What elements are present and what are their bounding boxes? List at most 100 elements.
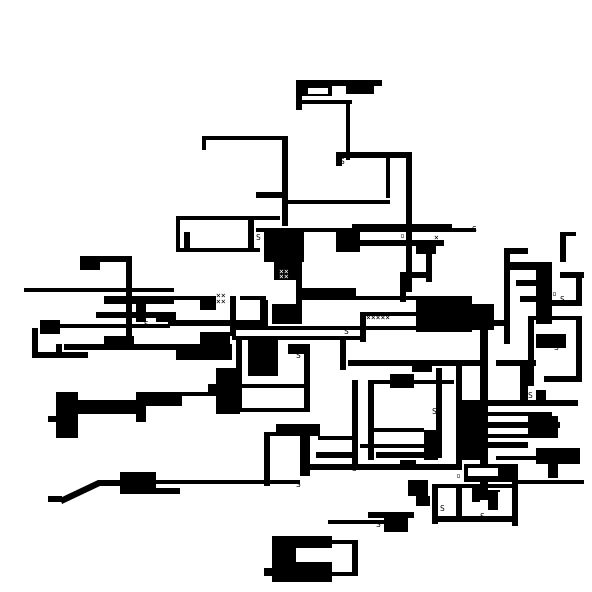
crate-icon[interactable]: ×× (279, 272, 289, 281)
spawn-icon[interactable]: S (352, 464, 357, 473)
spawn-icon[interactable]: S (340, 157, 345, 166)
wall-segment (136, 296, 146, 322)
spawn-icon[interactable]: S (296, 351, 301, 360)
wall-segment (120, 472, 156, 494)
switch-icon[interactable]: ▫ (432, 325, 437, 334)
wall-segment (376, 452, 436, 458)
wall-segment (340, 340, 346, 370)
wall-segment (560, 232, 566, 262)
spawn-icon[interactable]: S (296, 480, 301, 489)
wall-segment (512, 472, 518, 526)
spawn-icon[interactable]: S (440, 504, 445, 513)
switch-icon[interactable]: ▫ (336, 88, 341, 97)
spawn-icon[interactable]: S (480, 512, 485, 521)
spawn-icon[interactable]: S (232, 377, 237, 386)
wall-segment (560, 272, 584, 278)
wall-segment (424, 430, 438, 460)
crate-icon[interactable]: ××××× (366, 313, 390, 322)
floor-pocket (440, 492, 452, 512)
wall-segment (336, 232, 360, 252)
wall-segment (156, 488, 180, 494)
wall-segment (276, 424, 320, 436)
wall-segment (152, 296, 202, 300)
wall-segment (202, 136, 206, 150)
wall-segment (328, 520, 388, 524)
crate-icon[interactable]: ×× (216, 297, 226, 306)
wall-segment (360, 240, 444, 246)
wall-segment (480, 320, 488, 500)
wall-segment (248, 336, 278, 376)
wall-segment (336, 152, 342, 166)
wall-segment (536, 262, 552, 324)
wall-segment (304, 344, 310, 412)
wall-segment (510, 262, 550, 270)
spawn-icon[interactable]: S (256, 233, 261, 242)
floor-pocket (498, 492, 508, 512)
wall-segment (346, 86, 374, 94)
floor-pocket (296, 548, 336, 562)
wall-segment (552, 300, 582, 306)
wall-segment (80, 256, 100, 270)
wall-segment (318, 436, 358, 440)
spawn-icon[interactable]: S (536, 454, 541, 463)
wall-segment (536, 390, 546, 402)
wall-segment (80, 256, 130, 262)
crate-icon[interactable]: × (574, 399, 579, 408)
wall-segment (426, 252, 432, 282)
wall-segment (504, 248, 510, 344)
spawn-icon[interactable]: S (432, 407, 437, 416)
wall-segment (520, 296, 536, 302)
spawn-icon[interactable]: S (298, 551, 303, 560)
spawn-icon[interactable]: S (376, 520, 381, 529)
wall-segment (48, 496, 62, 502)
wall-segment (260, 300, 268, 330)
wall-segment (232, 326, 362, 330)
wall-segment (488, 400, 578, 406)
wall-segment (390, 374, 414, 388)
wall-segment (230, 296, 236, 336)
wall-segment (496, 360, 536, 366)
wall-segment (576, 272, 582, 306)
wall-segment (288, 344, 308, 354)
wall-segment (264, 568, 274, 576)
spawn-icon[interactable]: S (144, 320, 149, 329)
wall-segment (32, 328, 38, 358)
spawn-icon[interactable]: S (472, 225, 477, 234)
wall-segment (176, 216, 280, 220)
wall-segment (488, 320, 508, 326)
spawn-icon[interactable]: S (344, 327, 349, 336)
wall-segment (504, 248, 528, 254)
wall-segment (368, 380, 374, 460)
wall-segment (248, 216, 254, 252)
wall-segment (24, 288, 174, 292)
wall-segment (416, 496, 430, 506)
wall-segment (136, 406, 146, 422)
wall-segment (528, 316, 580, 320)
crate-icon[interactable]: ×× (279, 267, 289, 276)
switch-icon[interactable]: ▫ (552, 289, 557, 298)
wall-segment (176, 344, 232, 360)
spawn-icon[interactable]: S (528, 391, 533, 400)
switch-icon[interactable]: ▫ (456, 471, 461, 480)
wall-segment (296, 80, 382, 86)
switch-icon[interactable]: ▫ (264, 569, 269, 578)
wall-segment (316, 452, 356, 458)
wall-segment (200, 296, 216, 310)
wall-segment (300, 288, 356, 300)
wall-segment (240, 408, 310, 412)
wall-segment (544, 376, 582, 382)
crate-icon[interactable]: ×× (216, 291, 226, 300)
wall-segment (208, 384, 224, 394)
wall-segment (240, 384, 304, 388)
wall-segment (352, 540, 358, 576)
switch-icon[interactable]: ▫ (400, 231, 405, 240)
spawn-icon[interactable]: S (554, 343, 559, 352)
spawn-icon[interactable]: S (560, 295, 565, 304)
wall-segment (156, 312, 176, 322)
wall-segment (360, 444, 436, 448)
switch-icon[interactable]: ▫ (264, 311, 269, 320)
crate-icon[interactable]: × (434, 233, 439, 242)
wall-segment (356, 296, 416, 300)
